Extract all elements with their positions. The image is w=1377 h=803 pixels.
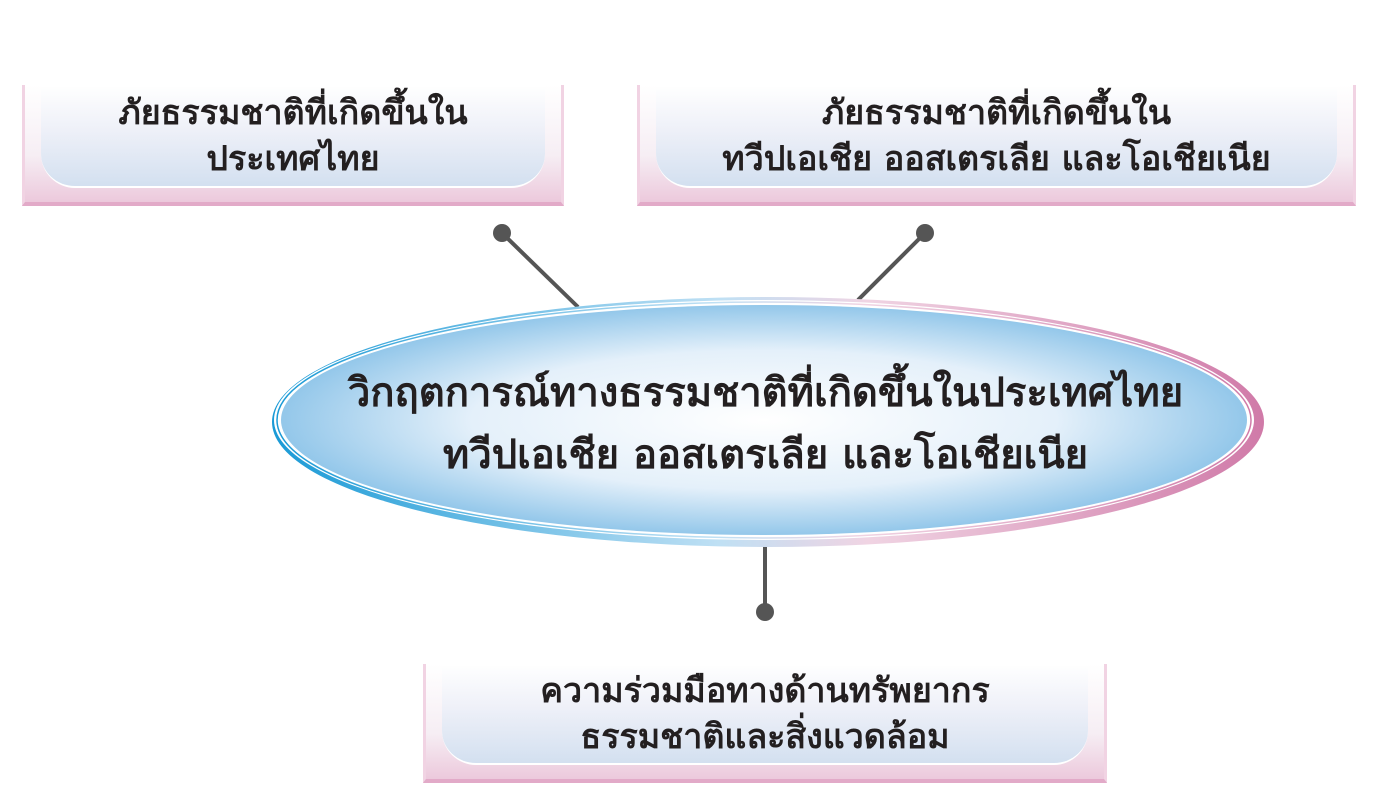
topic-3-line-2: ธรรมชาติและสิ่งแวดล้อม — [580, 716, 950, 757]
topic-box-asia-disasters: ภัยธรรมชาติที่เกิดขึ้นใน ทวีปเอเชีย ออสเ… — [637, 85, 1356, 206]
topic-3-line-1: ความร่วมมือทางด้านทรัพยากร — [540, 670, 990, 711]
connector-dot-2 — [916, 224, 934, 242]
topic-box-cooperation: ความร่วมมือทางด้านทรัพยากร ธรรมชาติและสิ… — [423, 664, 1107, 783]
center-ellipse — [281, 305, 1247, 535]
center-title-line-2: ทวีปเอเชีย ออสเตรเลีย และโอเชียเนีย — [442, 432, 1089, 478]
topic-1-line-2: ประเทศไทย — [206, 138, 380, 179]
connector-dot-3 — [756, 603, 774, 621]
topic-2-line-1: ภัยธรรมชาติที่เกิดขึ้นใน — [821, 92, 1172, 133]
topic-1-line-1: ภัยธรรมชาติที่เกิดขึ้นใน — [118, 92, 468, 133]
topic-box-thailand-disasters: ภัยธรรมชาติที่เกิดขึ้นใน ประเทศไทย — [22, 85, 564, 206]
connector-line-1 — [500, 231, 580, 309]
center-title-line-1: วิกฤตการณ์ทางธรรมชาติที่เกิดขึ้นในประเทศ… — [347, 370, 1184, 416]
topic-2-line-2: ทวีปเอเชีย ออสเตรเลีย และโอเชียเนีย — [722, 138, 1271, 179]
center-topic: วิกฤตการณ์ทางธรรมชาติที่เกิดขึ้นในประเทศ… — [268, 362, 1263, 486]
center-ellipse-line — [276, 301, 1252, 539]
connector-dot-1 — [493, 224, 511, 242]
connector-line-2 — [856, 231, 927, 302]
